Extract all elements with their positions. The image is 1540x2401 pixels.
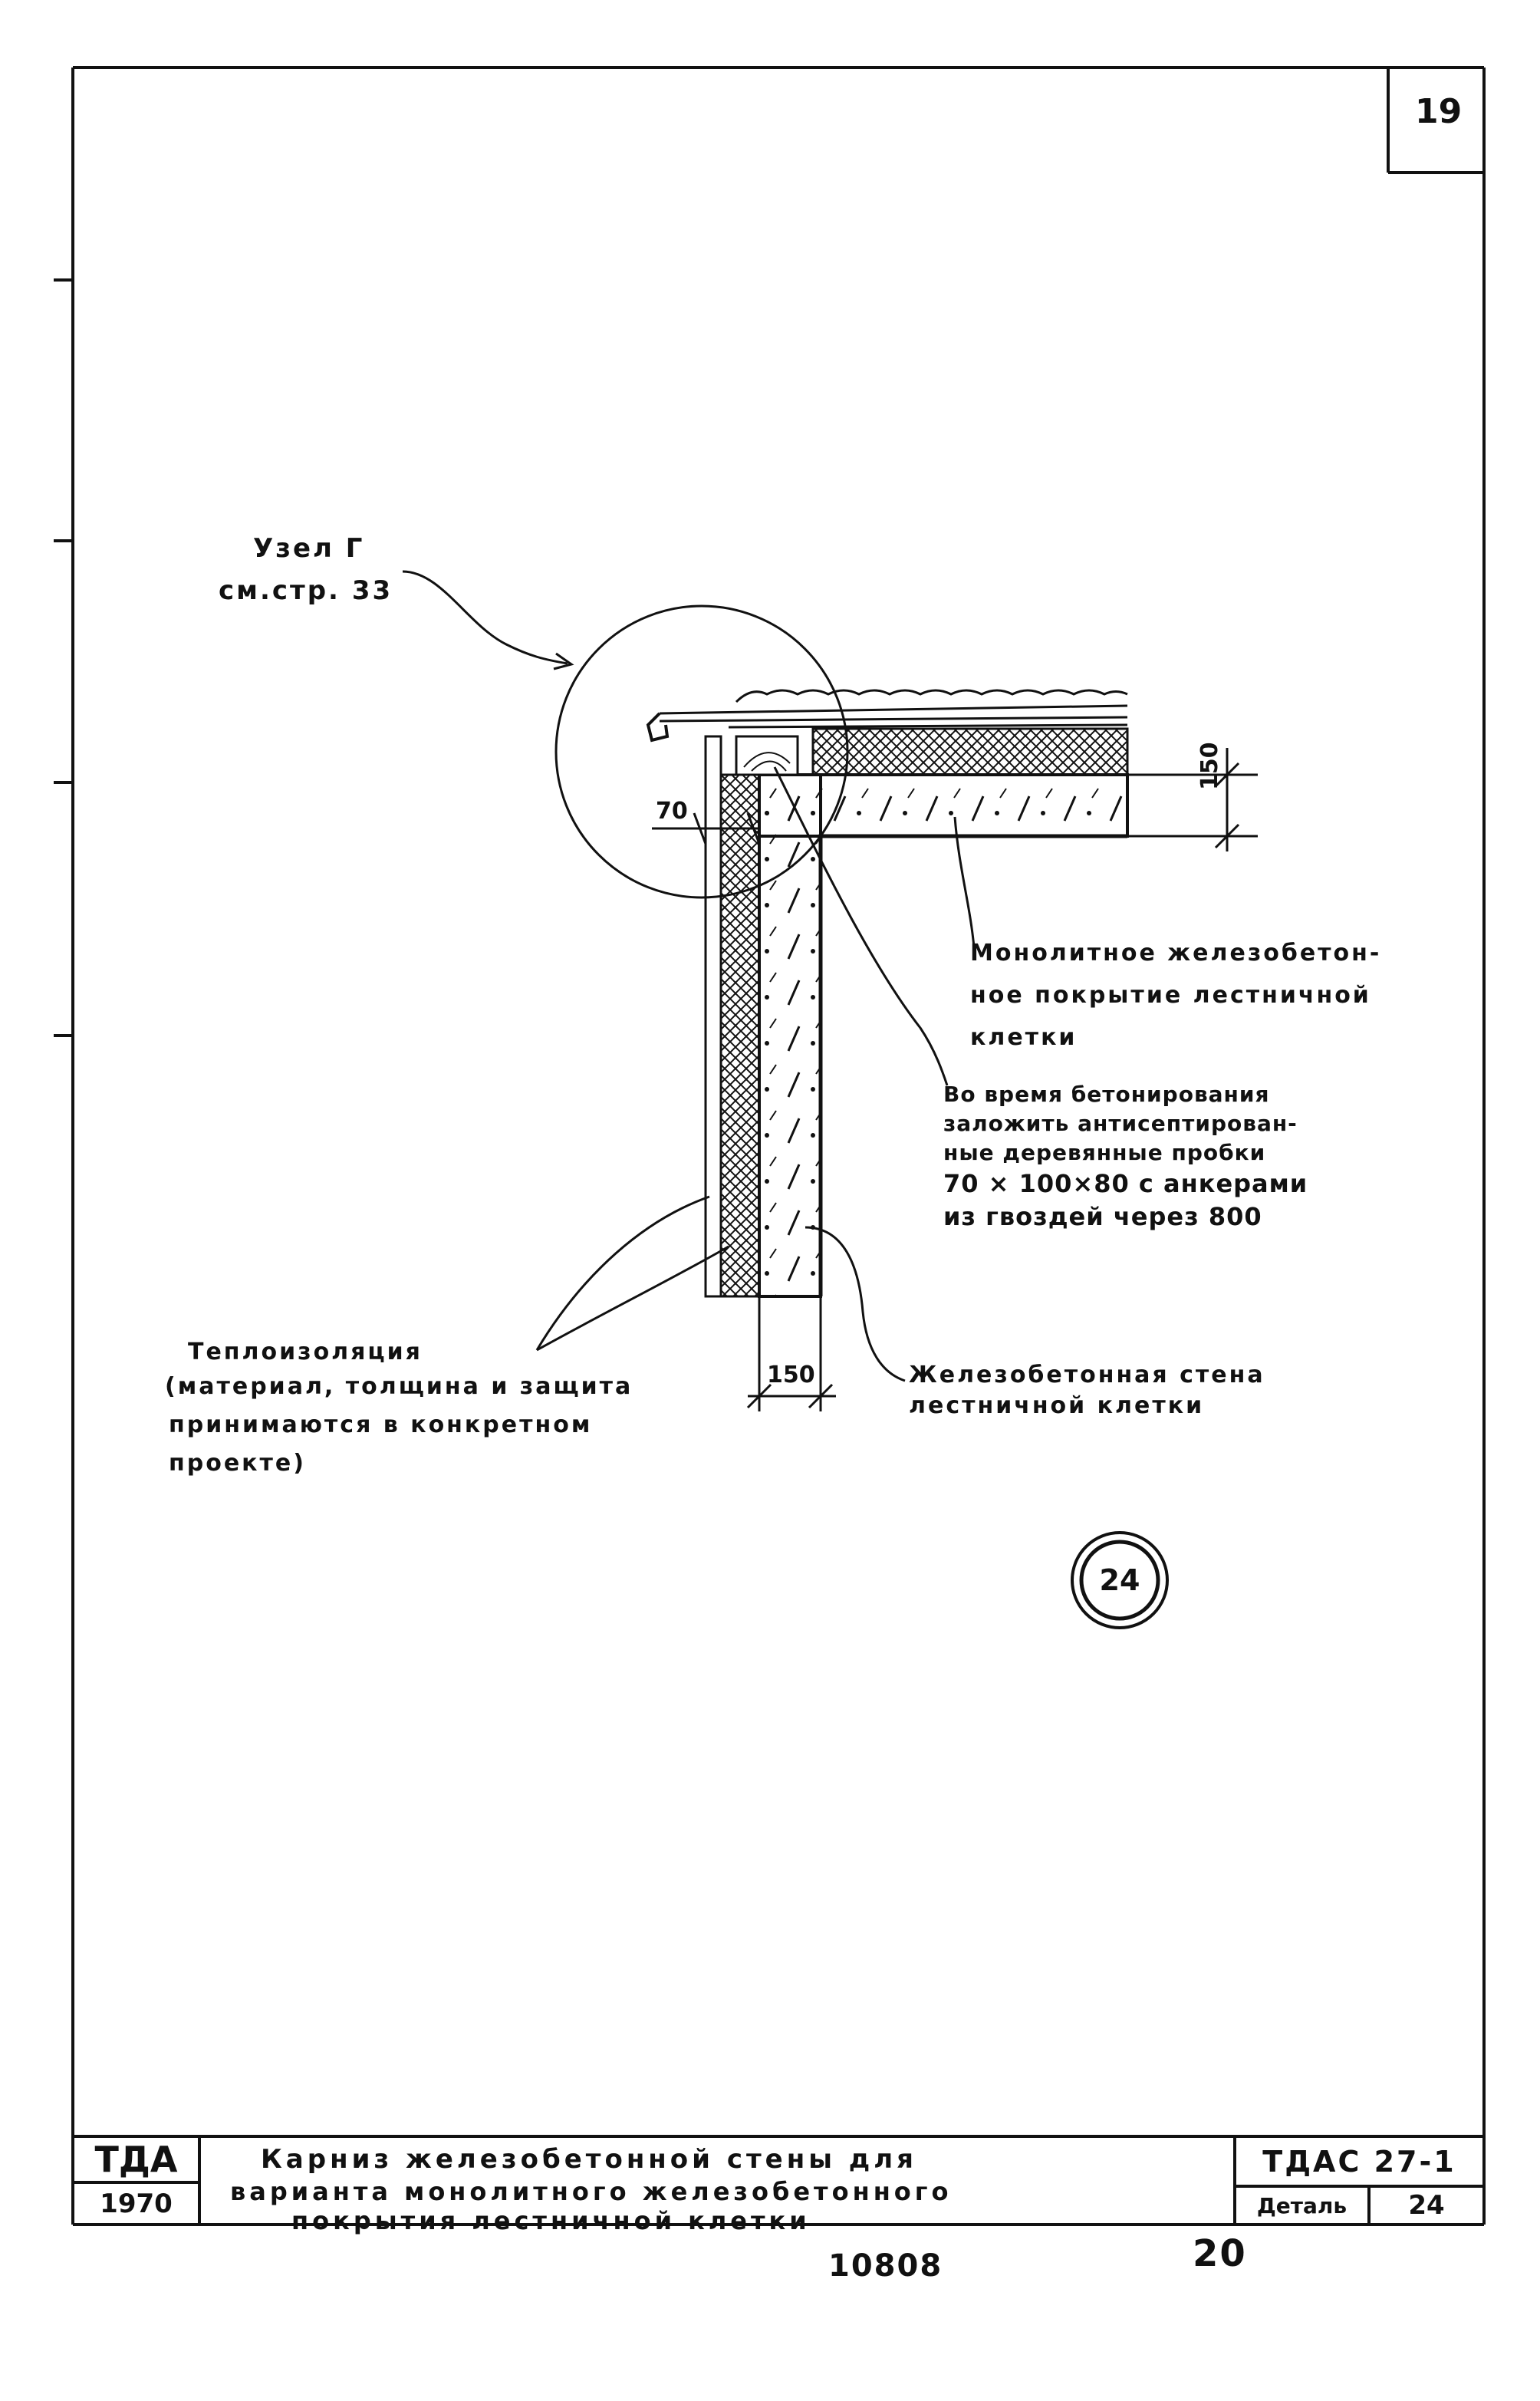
roof-insulation — [811, 727, 1129, 776]
title-block-title-line-1: Карниз железобетонной стены для — [261, 2144, 918, 2175]
node-callout-circle — [554, 604, 849, 899]
dim-150-bottom-label: 150 — [767, 1362, 815, 1388]
title-block-org: ТДА — [94, 2139, 178, 2180]
wall-cladding — [704, 735, 722, 1298]
note-plugs-line-3: ные деревянные пробки — [943, 1140, 1266, 1165]
node-callout-title: Узел Г — [253, 533, 365, 564]
node-callout-leader — [402, 570, 568, 665]
title-block-series: ТДАС 27-1 — [1262, 2144, 1456, 2179]
archive-number: 10808 — [828, 2248, 943, 2284]
title-block-year: 1970 — [100, 2188, 173, 2219]
dim-70-label: 70 — [656, 798, 688, 825]
page-number: 20 — [1193, 2232, 1247, 2275]
concrete-wall — [758, 773, 822, 1298]
concrete-slab — [758, 773, 1129, 838]
note-insulation-line-3: принимаются в конкретном — [169, 1411, 593, 1438]
sheet-frame — [54, 66, 1486, 2226]
note-slab-line-2: ное покрытие лестничной — [970, 982, 1371, 1009]
dim-150-top-label: 150 — [1196, 742, 1223, 790]
note-slab-line-3: клетки — [970, 1024, 1078, 1051]
title-block-detail-number: 24 — [1408, 2190, 1445, 2221]
note-plugs-line-5: из гвоздей через 800 — [943, 1202, 1262, 1231]
title-block-title-line-3: покрытия лестничной клетки — [291, 2206, 811, 2235]
note-insulation-line-1: Теплоизоляция — [188, 1339, 423, 1365]
roofing-layers — [646, 689, 1128, 743]
title-block-grid — [73, 2135, 1484, 2225]
note-plugs-line-4: 70 × 100×80 с анкерами — [943, 1169, 1308, 1198]
dim-150-bottom-lines — [746, 1296, 836, 1411]
leader-wall — [805, 1226, 906, 1382]
note-insulation-line-4: проекте) — [169, 1450, 306, 1477]
note-plugs-line-2: заложить антисептирован- — [943, 1111, 1298, 1136]
note-wall-line-1: Железобетонная стена — [909, 1362, 1265, 1388]
note-wall-line-2: лестничной клетки — [909, 1392, 1205, 1419]
leader-slab — [953, 816, 976, 948]
detail-marker-label: 24 — [1099, 1563, 1140, 1597]
dim-150-top-lines — [1127, 748, 1258, 851]
note-plugs-line-1: Во время бетонирования — [943, 1082, 1270, 1107]
wooden-plug — [735, 735, 799, 776]
dim-70-lines — [652, 812, 761, 845]
leader-plugs — [773, 766, 949, 1086]
note-insulation-line-2: (материал, толщина и защита — [165, 1373, 633, 1400]
note-slab-line-1: Монолитное железобетон- — [970, 940, 1382, 967]
sheet-number: 19 — [1415, 92, 1463, 131]
detail-marker-outer — [1071, 1531, 1169, 1629]
node-callout-ref: см.стр. 33 — [219, 575, 393, 606]
detail-marker-inner — [1079, 1540, 1160, 1621]
title-block-detail-label: Деталь — [1256, 2192, 1348, 2218]
leader-insulation — [535, 1195, 729, 1352]
wall-insulation — [719, 773, 761, 1298]
title-block-title-line-2: варианта монолитного железобетонного — [230, 2177, 953, 2206]
